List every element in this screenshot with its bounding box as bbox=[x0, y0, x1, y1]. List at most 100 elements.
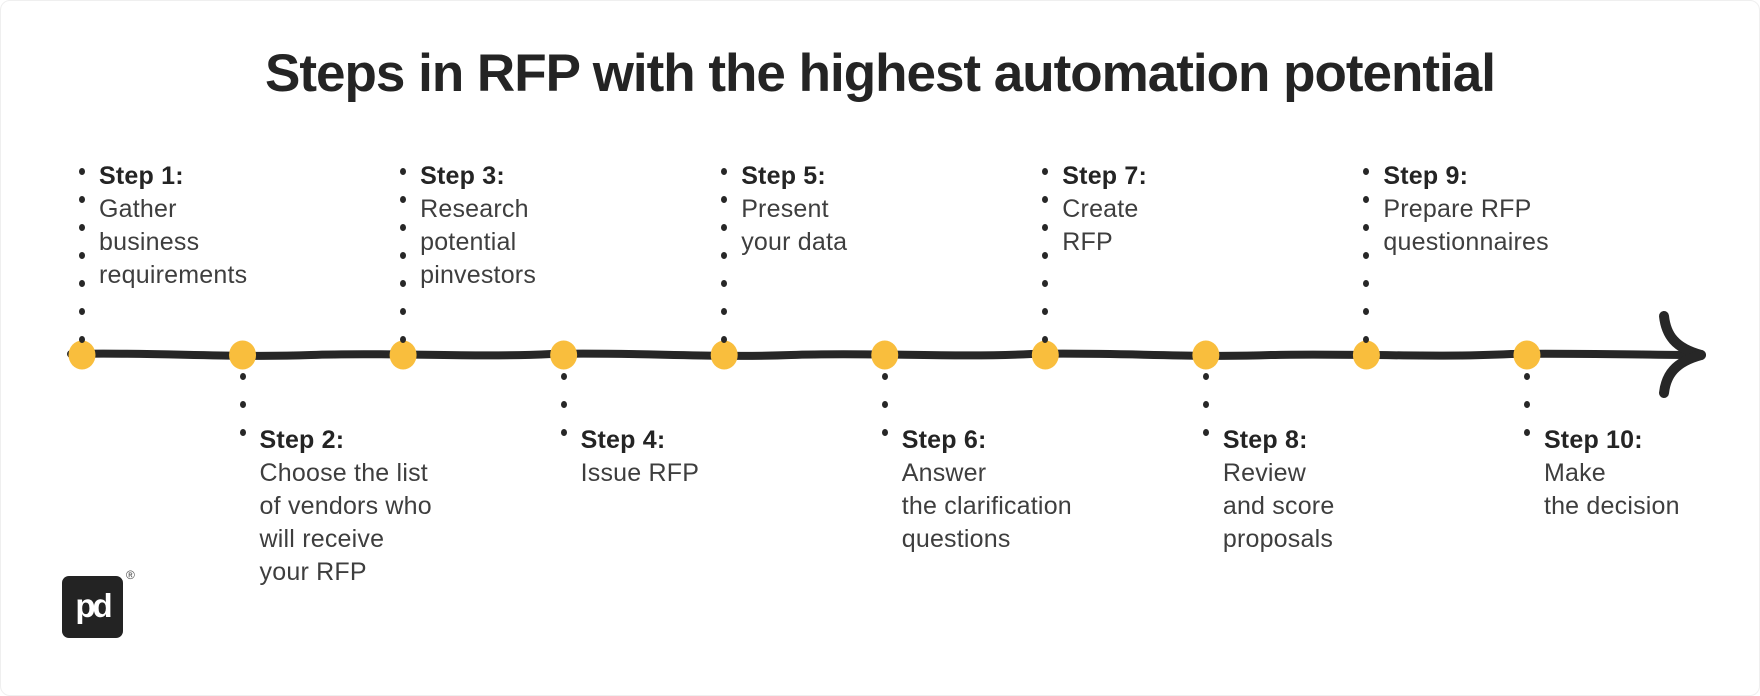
connector-dot bbox=[1523, 428, 1530, 436]
connector-dot bbox=[721, 195, 728, 203]
connector-dot bbox=[1363, 279, 1370, 287]
connector-dot bbox=[1042, 195, 1049, 203]
connector-dot bbox=[79, 251, 85, 259]
step-line: questionnaires bbox=[1383, 228, 1549, 256]
connector-dot bbox=[239, 372, 246, 380]
timeline-dot-step-7 bbox=[1031, 340, 1059, 370]
logo-monogram: pd bbox=[75, 587, 112, 624]
step-line: and score bbox=[1222, 492, 1335, 520]
timeline-dot-step-4 bbox=[550, 340, 578, 370]
connector-dot bbox=[400, 251, 407, 259]
step-line: proposals bbox=[1222, 525, 1334, 553]
step-line: Create bbox=[1062, 195, 1139, 223]
connector-dot bbox=[1042, 167, 1049, 175]
step-block-10: Step 10: Make the decision bbox=[1544, 424, 1680, 523]
timeline-dot-step-6 bbox=[871, 340, 899, 370]
connector-dot bbox=[1363, 335, 1370, 343]
connector-dot bbox=[721, 335, 728, 343]
timeline-dot-step-2 bbox=[229, 340, 257, 370]
connector-dot bbox=[1202, 372, 1209, 380]
step-line: Make bbox=[1543, 459, 1606, 487]
step-line: Answer bbox=[901, 459, 987, 487]
step-line: requirements bbox=[99, 261, 248, 289]
connector-dot bbox=[1363, 167, 1370, 175]
step-line: the decision bbox=[1543, 492, 1680, 520]
step-line: Issue RFP bbox=[580, 459, 700, 487]
connector-dot bbox=[79, 167, 85, 175]
connector-dot bbox=[400, 167, 407, 175]
connector-dot bbox=[881, 400, 888, 408]
step-label: Step 9: bbox=[1383, 162, 1469, 190]
page-title: Steps in RFP with the highest automation… bbox=[265, 44, 1496, 103]
step-line: Review bbox=[1222, 459, 1307, 487]
timeline-dot-step-8 bbox=[1192, 340, 1220, 370]
connector-dot bbox=[79, 307, 85, 315]
step-line: of vendors who bbox=[259, 492, 432, 520]
step-block-6: Step 6: Answer the clarification questions bbox=[902, 424, 1072, 556]
connector-dot bbox=[79, 223, 85, 231]
step-block-5: Step 5: Present your data bbox=[741, 160, 847, 259]
connector-dot bbox=[560, 428, 567, 436]
step-line: Choose the list bbox=[259, 459, 428, 487]
timeline-dot-step-9 bbox=[1352, 340, 1380, 370]
step-label: Step 1: bbox=[99, 162, 184, 190]
connector-dot bbox=[1363, 223, 1370, 231]
step-line: Prepare RFP bbox=[1383, 195, 1532, 223]
connector-dot bbox=[79, 335, 85, 343]
step-line: Present bbox=[741, 195, 829, 223]
logo-pandadoc: pd bbox=[62, 576, 123, 638]
connector-dot bbox=[400, 279, 407, 287]
connector-dot bbox=[239, 428, 246, 436]
step-line: Gather bbox=[99, 195, 177, 223]
connector-dot bbox=[560, 400, 567, 408]
step-line: the clarification bbox=[901, 492, 1072, 520]
connector-dot bbox=[1202, 400, 1209, 408]
connector-dot bbox=[721, 251, 728, 259]
step-line: RFP bbox=[1062, 228, 1113, 256]
connector-dot bbox=[1202, 428, 1209, 436]
step-label: Step 10: bbox=[1543, 426, 1643, 454]
step-label: Step 4: bbox=[580, 426, 666, 454]
timeline-dot-step-1 bbox=[68, 340, 96, 370]
connector-dot bbox=[560, 372, 567, 380]
connector-dot bbox=[881, 372, 888, 380]
step-label: Step 5: bbox=[741, 162, 826, 190]
connector-dot bbox=[1042, 335, 1049, 343]
step-label: Step 7: bbox=[1062, 162, 1148, 190]
connector-dot bbox=[1042, 251, 1049, 259]
step-line: your data bbox=[741, 228, 848, 256]
connector-dot bbox=[79, 279, 85, 287]
step-block-9: Step 9: Prepare RFP questionnaires bbox=[1383, 160, 1548, 259]
connector-dot bbox=[1363, 195, 1370, 203]
step-line: Research bbox=[420, 195, 529, 223]
step-line: potential bbox=[420, 228, 517, 256]
step-label: Step 8: bbox=[1222, 426, 1308, 454]
connector-dot bbox=[1363, 307, 1370, 315]
connector-dot bbox=[1042, 307, 1049, 315]
connector-dot bbox=[721, 279, 728, 287]
timeline-dot-step-3 bbox=[389, 340, 417, 370]
step-label: Step 6: bbox=[901, 426, 987, 454]
registered-mark-icon: ® bbox=[126, 568, 135, 582]
connector-dot bbox=[1363, 251, 1370, 259]
step-line: your RFP bbox=[259, 558, 367, 586]
connector-dot bbox=[79, 195, 85, 203]
arrow-right-icon bbox=[1659, 311, 1706, 398]
connector-dot bbox=[400, 223, 407, 231]
connector-dot bbox=[1042, 223, 1049, 231]
connector-dot bbox=[881, 428, 888, 436]
step-label: Step 3: bbox=[420, 162, 505, 190]
connector-dot bbox=[721, 307, 728, 315]
connector-dot bbox=[721, 167, 728, 175]
connector-dot bbox=[400, 195, 407, 203]
step-label: Step 2: bbox=[259, 426, 345, 454]
step-line: questions bbox=[901, 525, 1011, 553]
step-block-4: Step 4: Issue RFP bbox=[581, 424, 700, 490]
connector-dot bbox=[1523, 372, 1530, 380]
timeline-dot-step-10 bbox=[1513, 340, 1541, 370]
